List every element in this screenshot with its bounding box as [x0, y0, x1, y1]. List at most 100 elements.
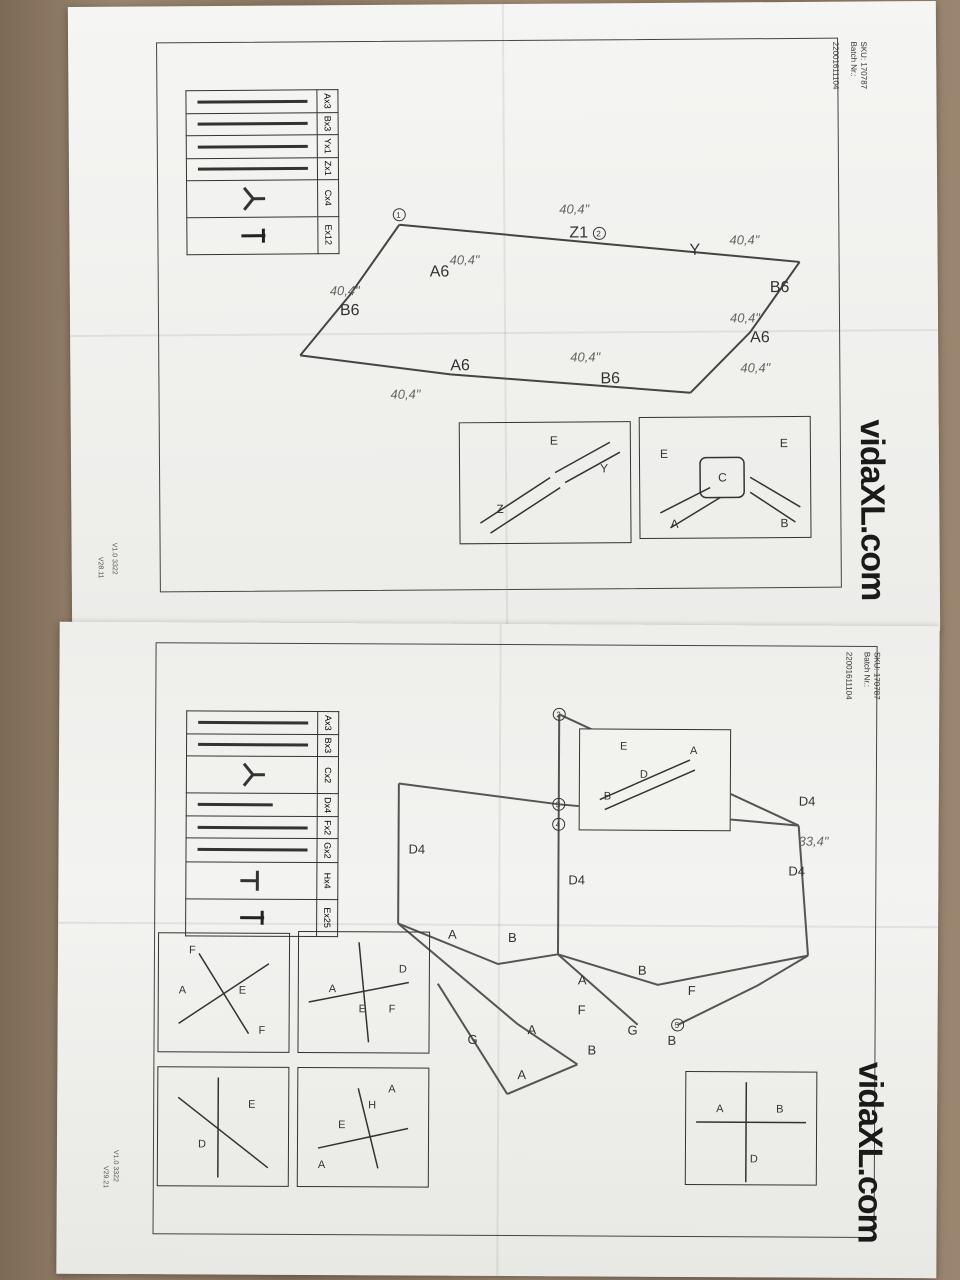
- svg-text:D4: D4: [568, 872, 585, 887]
- frame-label: A6: [750, 329, 770, 346]
- step-number: 2: [596, 229, 601, 238]
- svg-text:A: A: [716, 1103, 724, 1115]
- svg-text:A: A: [448, 927, 457, 942]
- detail-box-2: Y Z E: [458, 421, 632, 545]
- frame-tube: [399, 223, 800, 263]
- svg-text:F: F: [389, 1003, 396, 1015]
- svg-text:E: E: [660, 447, 668, 461]
- svg-text:Y: Y: [600, 461, 608, 475]
- svg-text:D4: D4: [788, 864, 805, 879]
- svg-text:E: E: [359, 1003, 366, 1015]
- svg-text:A: A: [690, 745, 698, 757]
- frame-tube: [300, 354, 691, 394]
- frame-label: A6: [450, 357, 470, 374]
- frame-label: B6: [340, 302, 360, 319]
- svg-text:A: A: [179, 984, 187, 996]
- svg-text:E: E: [338, 1119, 345, 1131]
- svg-text:B: B: [667, 1033, 676, 1048]
- detail-box-3: D E: [156, 1066, 290, 1187]
- svg-text:B: B: [508, 930, 517, 945]
- handwritten-measure: 33,4": [799, 834, 830, 849]
- part-cell: Bx3: [317, 734, 339, 757]
- tube-icon: [197, 122, 308, 126]
- svg-text:A: A: [528, 1022, 537, 1037]
- instruction-sheet-top: vidaXL.com SKU: 170787 Batch Nr.: 220016…: [67, 0, 941, 638]
- part-cell: Gx2: [316, 838, 339, 863]
- tube-icon: [197, 166, 308, 171]
- svg-text:5: 5: [675, 1021, 680, 1030]
- svg-text:B: B: [604, 791, 611, 803]
- detail-box-1: A B C E E: [638, 415, 812, 540]
- tube-icon: [197, 825, 308, 830]
- svg-text:A: A: [388, 1083, 396, 1095]
- detail-box-1: A B D: [684, 1070, 818, 1186]
- tube-icon: [198, 720, 309, 725]
- handwritten-measure: 40,4": [740, 360, 771, 375]
- svg-text:A: A: [329, 983, 337, 995]
- svg-text:B: B: [587, 1042, 596, 1057]
- handwritten-measure: 40,4": [559, 201, 590, 216]
- svg-text:E: E: [248, 1099, 255, 1111]
- svg-text:F: F: [259, 1025, 266, 1037]
- svg-text:C: C: [718, 470, 727, 484]
- svg-text:F: F: [578, 1002, 586, 1017]
- connector-detail: A B C E E: [660, 436, 801, 531]
- svg-text:E: E: [620, 741, 627, 753]
- svg-text:G: G: [628, 1023, 638, 1038]
- batch-label: Batch Nr.: 22001611104: [831, 41, 859, 90]
- screw-icon: [241, 228, 266, 243]
- frame-tube: [689, 261, 801, 394]
- svg-text:F: F: [688, 983, 696, 998]
- date-label: V29.21: [101, 1165, 109, 1189]
- part-cell: Cx2: [317, 756, 339, 794]
- svg-text:A: A: [517, 1067, 526, 1082]
- frame-label: Z1: [569, 224, 588, 241]
- svg-text:D: D: [198, 1138, 206, 1150]
- svg-text:B: B: [776, 1103, 783, 1115]
- handwritten-measure: 40,4": [390, 387, 421, 402]
- tube-icon: [198, 743, 309, 747]
- svg-text:4: 4: [556, 820, 561, 829]
- frame-label: B6: [600, 370, 620, 387]
- svg-text:D: D: [399, 963, 407, 975]
- svg-text:D4: D4: [799, 794, 816, 809]
- brand-logo: vidaXL.com: [852, 419, 892, 601]
- svg-text:A: A: [578, 972, 587, 987]
- tube-icon: [197, 99, 308, 104]
- svg-text:D: D: [640, 769, 648, 781]
- svg-text:G: G: [467, 1032, 477, 1047]
- svg-text:3: 3: [556, 800, 561, 809]
- frame-diagram-top: A6 B6 B6 A6 A6 B6 Y Z1 40,4" 40,4" 40,4"…: [299, 201, 801, 402]
- svg-text:E: E: [550, 434, 558, 448]
- t-connector-icon: [240, 870, 259, 891]
- part-cell: Bx3: [317, 112, 339, 135]
- tube-join-detail: Y Z E: [480, 434, 621, 534]
- svg-text:E: E: [239, 985, 246, 997]
- connector-icon: [242, 186, 266, 211]
- part-cell: Yx1: [317, 134, 339, 158]
- tube-icon: [197, 802, 273, 807]
- instruction-sheet-bottom: vidaXL.com SKU: 170787 Batch Nr.: 220016…: [56, 621, 940, 1279]
- svg-text:A: A: [318, 1159, 326, 1171]
- part-cell: Hx4: [316, 862, 338, 900]
- connector-icon: [242, 762, 265, 787]
- detail-box-4: A D E F: [297, 930, 431, 1054]
- part-cell: Ax3: [317, 711, 339, 735]
- frame-tube: [299, 224, 401, 357]
- svg-text:B: B: [780, 516, 788, 530]
- frame-label: Y: [689, 242, 700, 259]
- tube-icon: [197, 144, 308, 149]
- detail-box-2: A H E A: [296, 1066, 430, 1188]
- screw-icon: [240, 910, 265, 925]
- svg-text:H: H: [368, 1099, 376, 1111]
- svg-text:2: 2: [556, 710, 561, 719]
- frame-label: B6: [770, 279, 790, 296]
- svg-text:F: F: [189, 944, 196, 956]
- tube-icon: [197, 848, 308, 852]
- detail-box-5: A E F F: [157, 932, 291, 1053]
- part-cell: Ax3: [316, 89, 339, 113]
- date-label: V28.11: [96, 556, 104, 579]
- handwritten-measure: 40,4": [450, 252, 481, 267]
- handwritten-measure: 40,4": [730, 310, 761, 325]
- svg-text:B: B: [638, 963, 647, 978]
